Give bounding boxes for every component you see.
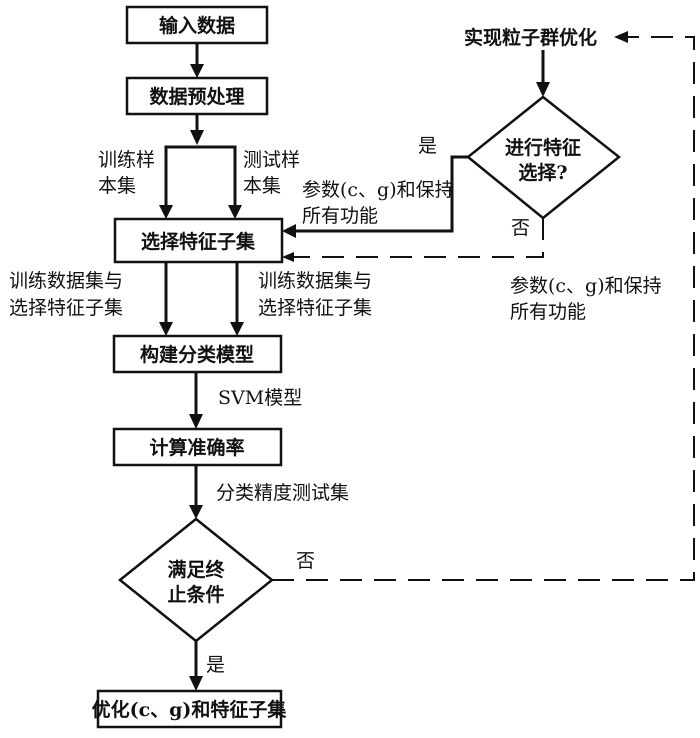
node-preprocess [125,76,269,116]
node-calc-accuracy-label: 计算准确率 [149,436,244,459]
arrowhead [282,224,296,238]
arrowhead [614,31,628,43]
node-terminate-check-label-2: 止条件 [167,583,224,606]
label-test-sample-1: 测试样 [243,149,300,171]
arrowhead [282,252,294,262]
arrowhead [228,205,242,219]
arrowhead [189,414,203,429]
node-build-model-label: 构建分类模型 [140,343,254,366]
node-feature-select-check-label-1: 进行特征 [505,136,581,159]
edge-feature-no [292,218,544,258]
label-train-select-left-2: 选择特征子集 [9,297,123,319]
arrowhead [230,322,244,336]
node-terminate-check-label-1: 满足终 [167,558,225,581]
label-svm-model: SVM模型 [218,387,302,409]
edge-terminate-no [272,36,695,581]
arrowhead [190,130,204,145]
node-input-data-label: 输入数据 [159,14,235,37]
arrowhead [159,322,173,336]
node-pso: 实现粒子群优化 [464,26,597,49]
node-feature-select-check-label-2: 选择? [518,162,567,184]
arrowhead [190,64,204,78]
label-params-no-1: 参数(c、g)和保持 [510,275,662,297]
arrowhead [189,676,203,691]
edge-split [164,145,237,210]
node-select-subset [113,217,284,264]
arrowhead [536,82,550,97]
arrowhead [159,205,173,219]
label-train-select-right-2: 选择特征子集 [258,297,372,319]
arrowhead [189,505,203,519]
node-result [96,689,283,729]
node-calc-accuracy [112,427,283,467]
label-test-sample-2: 本集 [243,175,281,197]
node-preprocess-label: 数据预处理 [149,85,244,108]
node-result-label: 优化(c、g)和特征子集 [92,698,288,721]
edge-feature-yes [294,155,468,233]
label-no-top: 否 [511,217,530,239]
label-yes-terminate: 是 [206,654,225,676]
label-params-yes-1: 参数(c、g)和保持 [302,179,454,201]
label-params-no-2: 所有功能 [510,301,586,323]
label-train-select-right-1: 训练数据集与 [258,270,372,292]
label-train-sample-2: 本集 [98,175,136,197]
node-select-subset-label: 选择特征子集 [141,230,256,253]
label-no-terminate: 否 [296,550,315,572]
label-train-select-left-1: 训练数据集与 [9,270,123,292]
label-train-sample-1: 训练样 [98,149,155,171]
label-params-yes-2: 所有功能 [302,205,378,227]
label-yes-top: 是 [418,135,437,157]
label-accuracy-test: 分类精度测试集 [216,482,349,504]
